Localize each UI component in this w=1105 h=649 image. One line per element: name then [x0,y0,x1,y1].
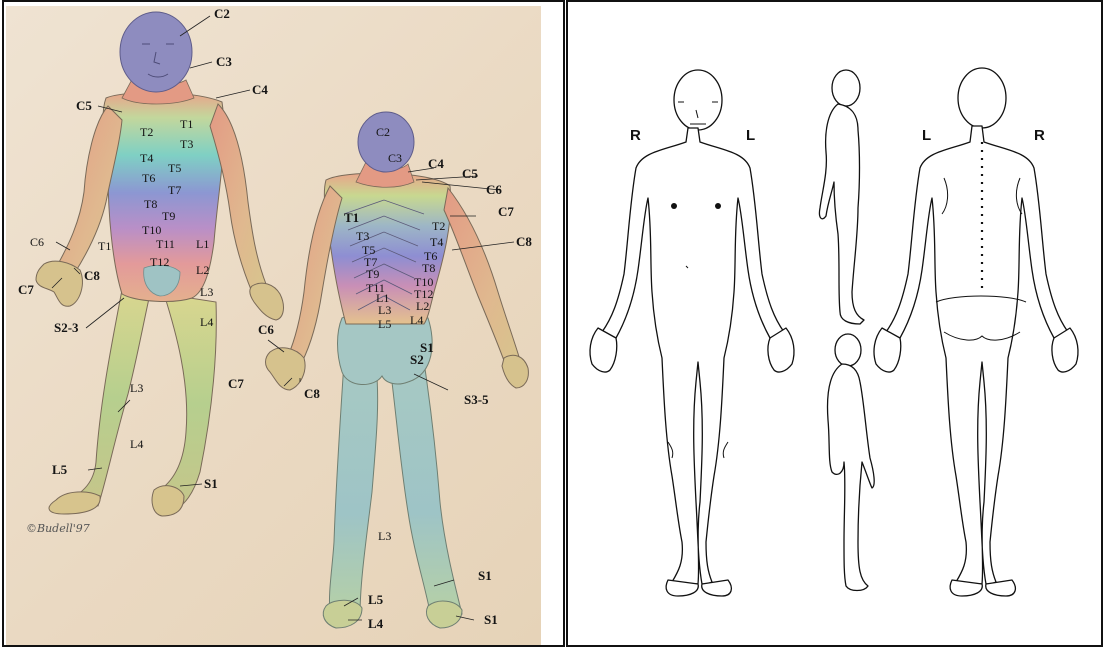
label-front-t9: T9 [162,209,175,223]
label-back-l2: L2 [416,299,429,313]
label-front-l1: L1 [196,237,209,251]
side-upper-body [819,104,864,324]
back-left-arm [288,186,342,362]
label-front-t2: T2 [140,125,153,139]
artist-signature: ©Budell'97 [26,522,90,535]
front-side-label-l: L [746,127,755,144]
front-left-foot [49,492,100,514]
label-back-l5: L5 [378,317,391,331]
label-front-s2-3: S2-3 [54,320,79,335]
label-front-l3: L3 [200,285,213,299]
front-outline-head [674,70,722,130]
label-front-t5: T5 [168,161,181,175]
back-outline-head [958,68,1006,128]
front-outline-left-nipple [715,203,721,209]
label-back-s3-5: S3-5 [464,392,489,407]
label-back-t1: T1 [344,210,359,225]
front-right-foot [152,486,184,516]
label-back-t2: T2 [432,219,445,233]
label-front-t3: T3 [180,137,193,151]
label-back-s1-heel: S1 [478,568,492,583]
back-left-foot [323,600,362,628]
front-body-outline: R L [590,70,794,596]
label-back-c6-hand: C6 [258,322,274,337]
label-back-c4: C4 [428,156,444,171]
label-back-t9: T9 [366,267,379,281]
label-back-c7-hand: C7 [228,376,244,391]
back-side-label-r: R [1034,127,1045,144]
label-front-l2: L2 [196,263,209,277]
body-outline-chart-panel: R L L R [566,0,1103,647]
label-front-t4: T4 [140,151,153,165]
label-back-c8: C8 [516,234,532,249]
label-front-t6: T6 [142,171,155,185]
front-left-leg [66,290,150,506]
label-back-s1-foot: S1 [484,612,498,627]
label-back-c6: C6 [486,182,502,197]
side-view-upper-outline [819,70,864,324]
front-left-hand [36,261,82,306]
label-front-t10: T10 [142,223,161,237]
dermatome-illustration-panel: C2 C3 C4 C5 T1 T2 T3 T4 T5 T6 T7 T8 T9 T… [2,0,565,647]
back-right-foot [427,601,463,628]
front-outline-right-nipple [671,203,677,209]
label-back-l4-foot: L4 [368,616,384,631]
front-right-hand [250,283,284,320]
label-front-l5: L5 [52,462,68,477]
label-front-t12: T12 [150,255,169,269]
back-left-leg [329,362,377,616]
dermatome-illustration: C2 C3 C4 C5 T1 T2 T3 T4 T5 T6 T7 T8 T9 T… [4,2,565,647]
label-back-c7: C7 [498,204,514,219]
side-lower-body [828,364,875,591]
label-back-c5: C5 [462,166,478,181]
side-view-lower-outline [828,334,875,591]
label-back-c3: C3 [388,151,402,165]
front-side-label-r: R [630,127,641,144]
back-head [358,112,414,172]
body-outline-chart: R L L R [568,2,1103,647]
side-lower-head [835,334,861,366]
label-front-t7: T7 [168,183,181,197]
label-front-c7: C7 [18,282,34,297]
label-front-t11: T11 [156,237,175,251]
front-outline-body [602,128,784,584]
label-front-t8: T8 [144,197,157,211]
label-front-c5: C5 [76,98,92,113]
side-upper-head [832,70,860,106]
label-front-c6: C6 [30,235,44,249]
back-body-outline: L R [874,68,1078,596]
label-front-c3: C3 [216,54,232,69]
label-back-t3: T3 [356,229,369,243]
label-front-s1: S1 [204,476,218,491]
label-back-l5-foot: L5 [368,592,384,607]
label-front-l4: L4 [200,315,213,329]
label-front-c8: C8 [84,268,100,283]
label-back-l4: L4 [410,313,423,327]
label-front-t1: T1 [180,117,193,131]
label-back-s2: S2 [410,352,424,367]
label-back-t4: T4 [430,235,443,249]
label-front-l3-shin: L3 [130,381,143,395]
label-back-c8-hand: C8 [304,386,320,401]
label-back-l3-calf: L3 [378,529,391,543]
back-side-label-l: L [922,127,931,144]
back-right-leg [390,362,462,614]
label-back-l3: L3 [378,303,391,317]
label-back-c2: C2 [376,125,390,139]
back-left-hand [266,348,306,390]
label-front-c2: C2 [214,6,230,21]
label-front-l4-shin: L4 [130,437,143,451]
back-right-hand [502,355,528,388]
label-back-t8: T8 [422,261,435,275]
back-outline-body [886,126,1068,584]
label-front-c4: C4 [252,82,268,97]
label-front-t1-arm: T1 [98,239,111,253]
